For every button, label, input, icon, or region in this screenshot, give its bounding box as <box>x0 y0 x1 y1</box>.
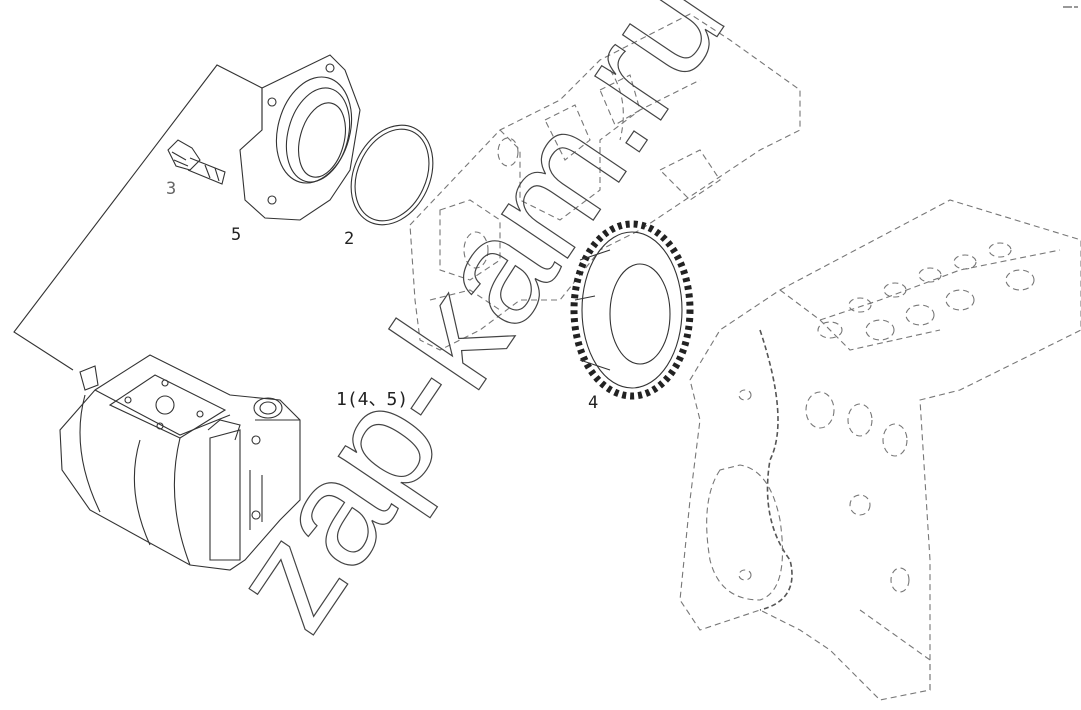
callout-label-5: 5 <box>231 225 242 245</box>
callout-label-3: 3 <box>166 179 177 199</box>
callout-label-2: 2 <box>344 229 355 249</box>
gear-part-4 <box>570 220 694 400</box>
leader-line <box>13 64 263 371</box>
watermark: zap-kam.ru <box>197 0 757 658</box>
hydraulic-pump-part-1 <box>59 354 301 571</box>
flange-part-5 <box>239 54 361 221</box>
watermark-text: zap-kam.ru <box>197 0 756 658</box>
fitting-part-3 <box>167 139 226 185</box>
engine-block <box>679 199 1081 701</box>
o-ring-part-2 <box>350 124 434 226</box>
callout-label-4: 4 <box>588 393 599 413</box>
timing-cover-housing <box>409 13 801 351</box>
callout-label-1: 1(4、5) <box>336 389 409 410</box>
